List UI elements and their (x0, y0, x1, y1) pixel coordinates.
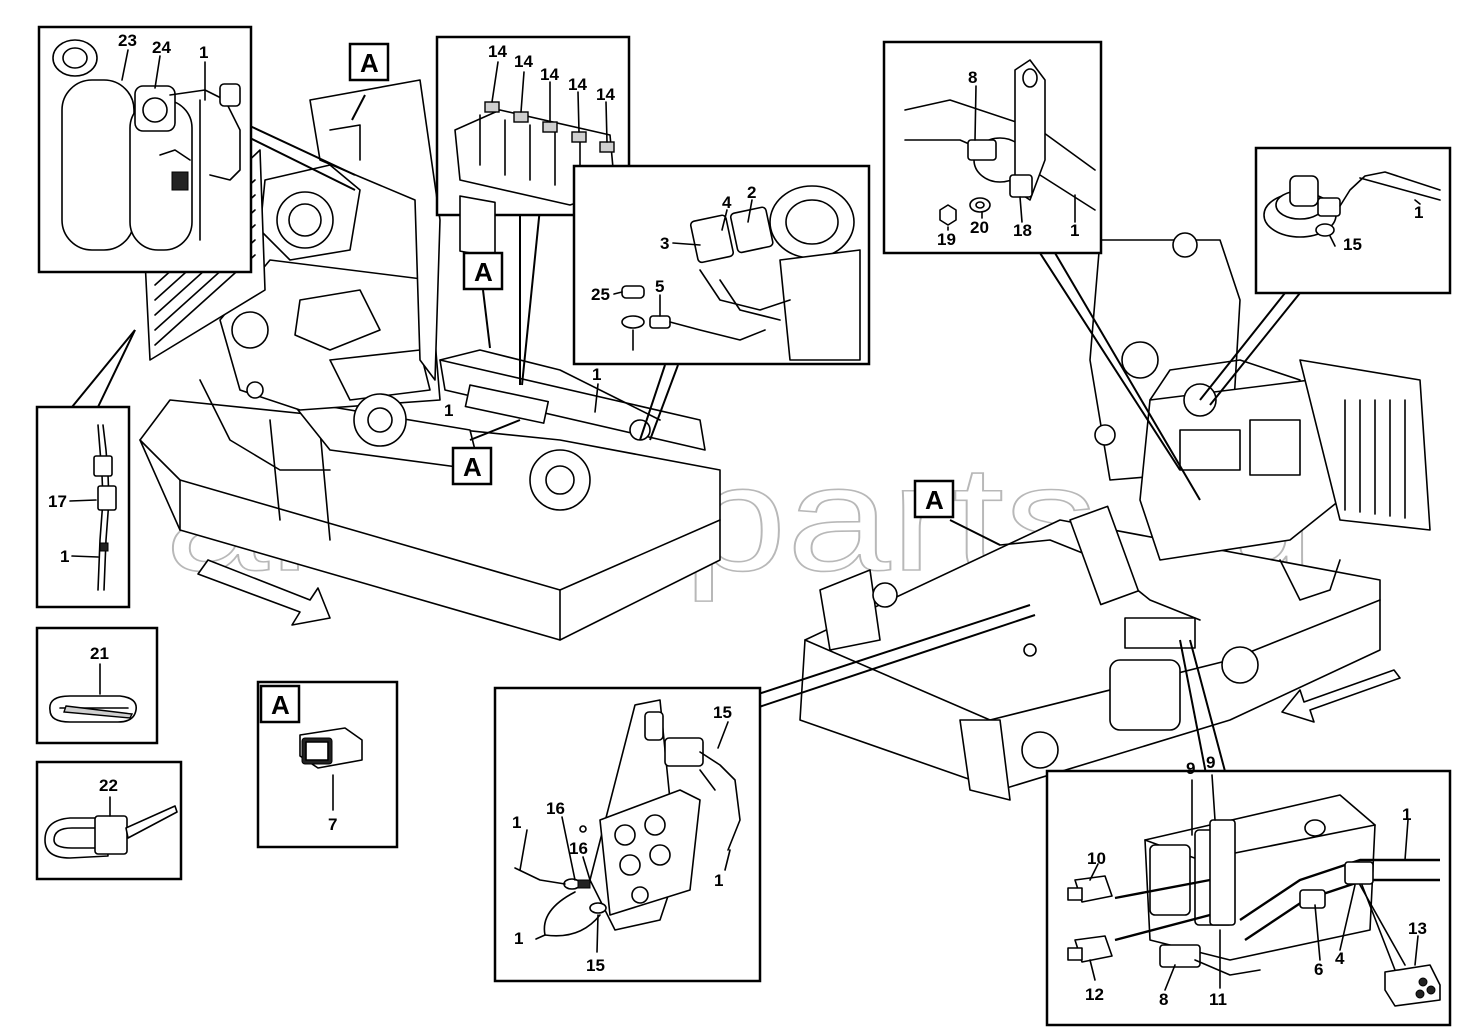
callout-4-fuse: 4 (1335, 949, 1345, 968)
detail-panel-connectors: 2 4 3 25 5 (572, 164, 871, 366)
callout-6: 6 (1314, 960, 1323, 979)
main-view-callouts: 1 1 (444, 365, 601, 420)
detail-panel-valve: 15 16 1 16 1 1 15 (493, 686, 762, 983)
callout-25: 25 (591, 285, 610, 304)
callout-1-main-a: 1 (592, 365, 601, 384)
view-marker-a-middle: A (474, 257, 493, 287)
callout-15-valve-bottom: 15 (586, 956, 605, 975)
callout-1: 1 (199, 43, 208, 62)
callout-1-ground: 1 (1070, 221, 1079, 240)
callout-1-sensor: 1 (1414, 203, 1423, 222)
detail-panel-sensor: 1 15 (1254, 146, 1452, 295)
detail-panel-a-connector: A 7 (256, 680, 399, 849)
callout-14c: 14 (540, 65, 559, 84)
view-markers: A A A A (348, 42, 955, 519)
callout-21: 21 (90, 644, 109, 663)
detail-panel-cable-connector: 17 1 (35, 405, 131, 609)
detail-panel-relays: 14 14 14 14 14 (435, 35, 631, 259)
callout-4: 4 (722, 193, 732, 212)
view-marker-a-panel: A (271, 690, 290, 720)
callout-11: 11 (1209, 990, 1227, 1009)
callout-10: 10 (1087, 849, 1106, 868)
callout-1-valve-a: 1 (512, 813, 521, 832)
callout-13: 13 (1408, 919, 1427, 938)
callout-16-valve-a: 16 (546, 799, 565, 818)
callout-2: 2 (747, 183, 756, 202)
callout-14b: 14 (514, 52, 533, 71)
callout-9b: 9 (1206, 753, 1215, 772)
callout-23: 23 (118, 31, 137, 50)
callout-24: 24 (152, 38, 171, 57)
callout-1-valve-b: 1 (714, 871, 723, 890)
detail-panel-fuel-filter: 23 24 1 (37, 25, 253, 274)
detail-panel-ground-strap: 8 19 20 18 1 (882, 40, 1103, 255)
callout-14d: 14 (568, 75, 587, 94)
right-machine-illustration (799, 232, 1431, 801)
callout-12: 12 (1085, 985, 1104, 1004)
callout-1-main-b: 1 (444, 401, 453, 420)
callout-19: 19 (937, 230, 956, 249)
callout-14a: 14 (488, 42, 507, 61)
view-marker-a-top: A (360, 48, 379, 78)
callout-8-fuse: 8 (1159, 990, 1168, 1009)
callout-5: 5 (655, 277, 664, 296)
callout-9a: 9 (1186, 759, 1195, 778)
callout-15-sensor: 15 (1343, 235, 1362, 254)
callout-17: 17 (48, 492, 67, 511)
callout-15-valve-top: 15 (713, 703, 732, 722)
view-marker-a-right: A (925, 485, 944, 515)
callout-8: 8 (968, 68, 977, 87)
callout-14e: 14 (596, 85, 615, 104)
callout-22: 22 (99, 776, 118, 795)
detail-panel-fuse-box: 9 9 1 10 13 6 4 12 8 11 (1045, 753, 1452, 1027)
detail-panel-clamp: 22 (35, 760, 183, 881)
callout-3: 3 (660, 234, 669, 253)
callout-18: 18 (1013, 221, 1032, 240)
callout-16-valve-b: 16 (569, 839, 588, 858)
callout-1-valve-c: 1 (514, 929, 523, 948)
callout-7: 7 (328, 815, 337, 834)
callout-1-cable: 1 (60, 547, 69, 566)
callout-20: 20 (970, 218, 989, 237)
detail-panel-cable-tie: 21 (35, 626, 159, 745)
view-marker-a-lower: A (463, 452, 482, 482)
callout-1-fuse: 1 (1402, 805, 1411, 824)
